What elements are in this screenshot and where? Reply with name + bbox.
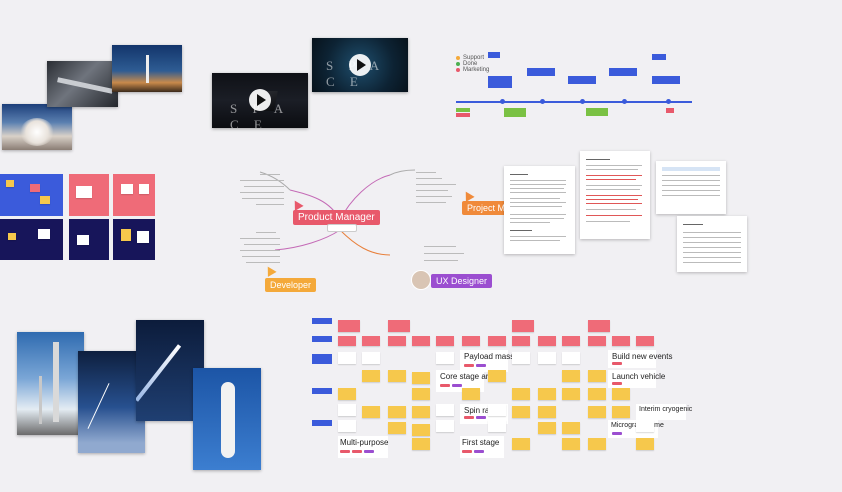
document-2[interactable]	[580, 151, 650, 239]
milestone-card[interactable]	[527, 68, 555, 76]
spreadsheet-1[interactable]	[656, 161, 726, 214]
board-navy-2[interactable]	[69, 219, 109, 260]
story-card[interactable]: Payload mass	[460, 350, 514, 372]
play-icon[interactable]	[349, 54, 371, 76]
row-header	[312, 318, 332, 324]
rocket-photo-smoke[interactable]	[193, 368, 261, 470]
row-header	[312, 420, 332, 426]
board-navy-3[interactable]	[113, 219, 155, 260]
document-1[interactable]	[504, 166, 575, 254]
story-card[interactable]: Build new events	[608, 350, 672, 368]
story-card[interactable]: Launch vehicle	[608, 370, 665, 388]
spreadsheet-2[interactable]	[677, 216, 747, 272]
story-card[interactable]: First stage	[460, 436, 504, 458]
avatar	[412, 271, 430, 289]
space-video-2[interactable]: S P A C E	[312, 38, 408, 92]
mindmap-role-developer[interactable]: Developer	[265, 278, 317, 292]
row-header	[312, 336, 332, 342]
row-header	[312, 354, 332, 364]
mindmap-center-node[interactable]	[327, 224, 357, 232]
board-pink-2[interactable]	[113, 174, 155, 216]
milestone-card[interactable]	[652, 76, 680, 84]
mindmap-leaves	[424, 244, 484, 266]
space-video-1[interactable]: S P A C E	[212, 73, 308, 128]
mindmap-leaves	[236, 228, 286, 272]
rocket-photo-trail[interactable]	[136, 320, 204, 421]
timeline[interactable]: Support Done Marketing	[452, 52, 692, 137]
board-blue[interactable]	[0, 174, 63, 216]
mindmap-leaves	[236, 170, 296, 214]
rocket-photo-stars[interactable]	[78, 351, 145, 453]
mindmap-role-ux-designer[interactable]: UX Designer	[431, 274, 493, 288]
rocket-photo-hangar[interactable]	[47, 61, 118, 107]
story-card[interactable]: Core stage and	[436, 370, 495, 392]
mindmap-role-product-manager[interactable]: Product Manager	[293, 210, 380, 225]
board-navy-1[interactable]	[0, 219, 63, 260]
story-card[interactable]: Multi-purpose	[338, 436, 388, 458]
rocket-photo-sky[interactable]	[17, 332, 84, 435]
row-header	[312, 388, 332, 394]
rocket-photo-night-launch[interactable]	[112, 45, 182, 92]
board-pink-1[interactable]	[69, 174, 109, 216]
story-card[interactable]: Interim cryogenic	[636, 404, 692, 420]
milestone-card[interactable]	[568, 76, 596, 84]
rocket-photo-launch[interactable]	[2, 104, 72, 150]
play-icon[interactable]	[249, 89, 271, 111]
mindmap-leaves	[416, 168, 476, 208]
story-map[interactable]: Payload mass Build new events Core stage…	[312, 316, 692, 476]
milestone-card[interactable]	[488, 76, 512, 88]
milestone-card[interactable]	[609, 68, 637, 76]
